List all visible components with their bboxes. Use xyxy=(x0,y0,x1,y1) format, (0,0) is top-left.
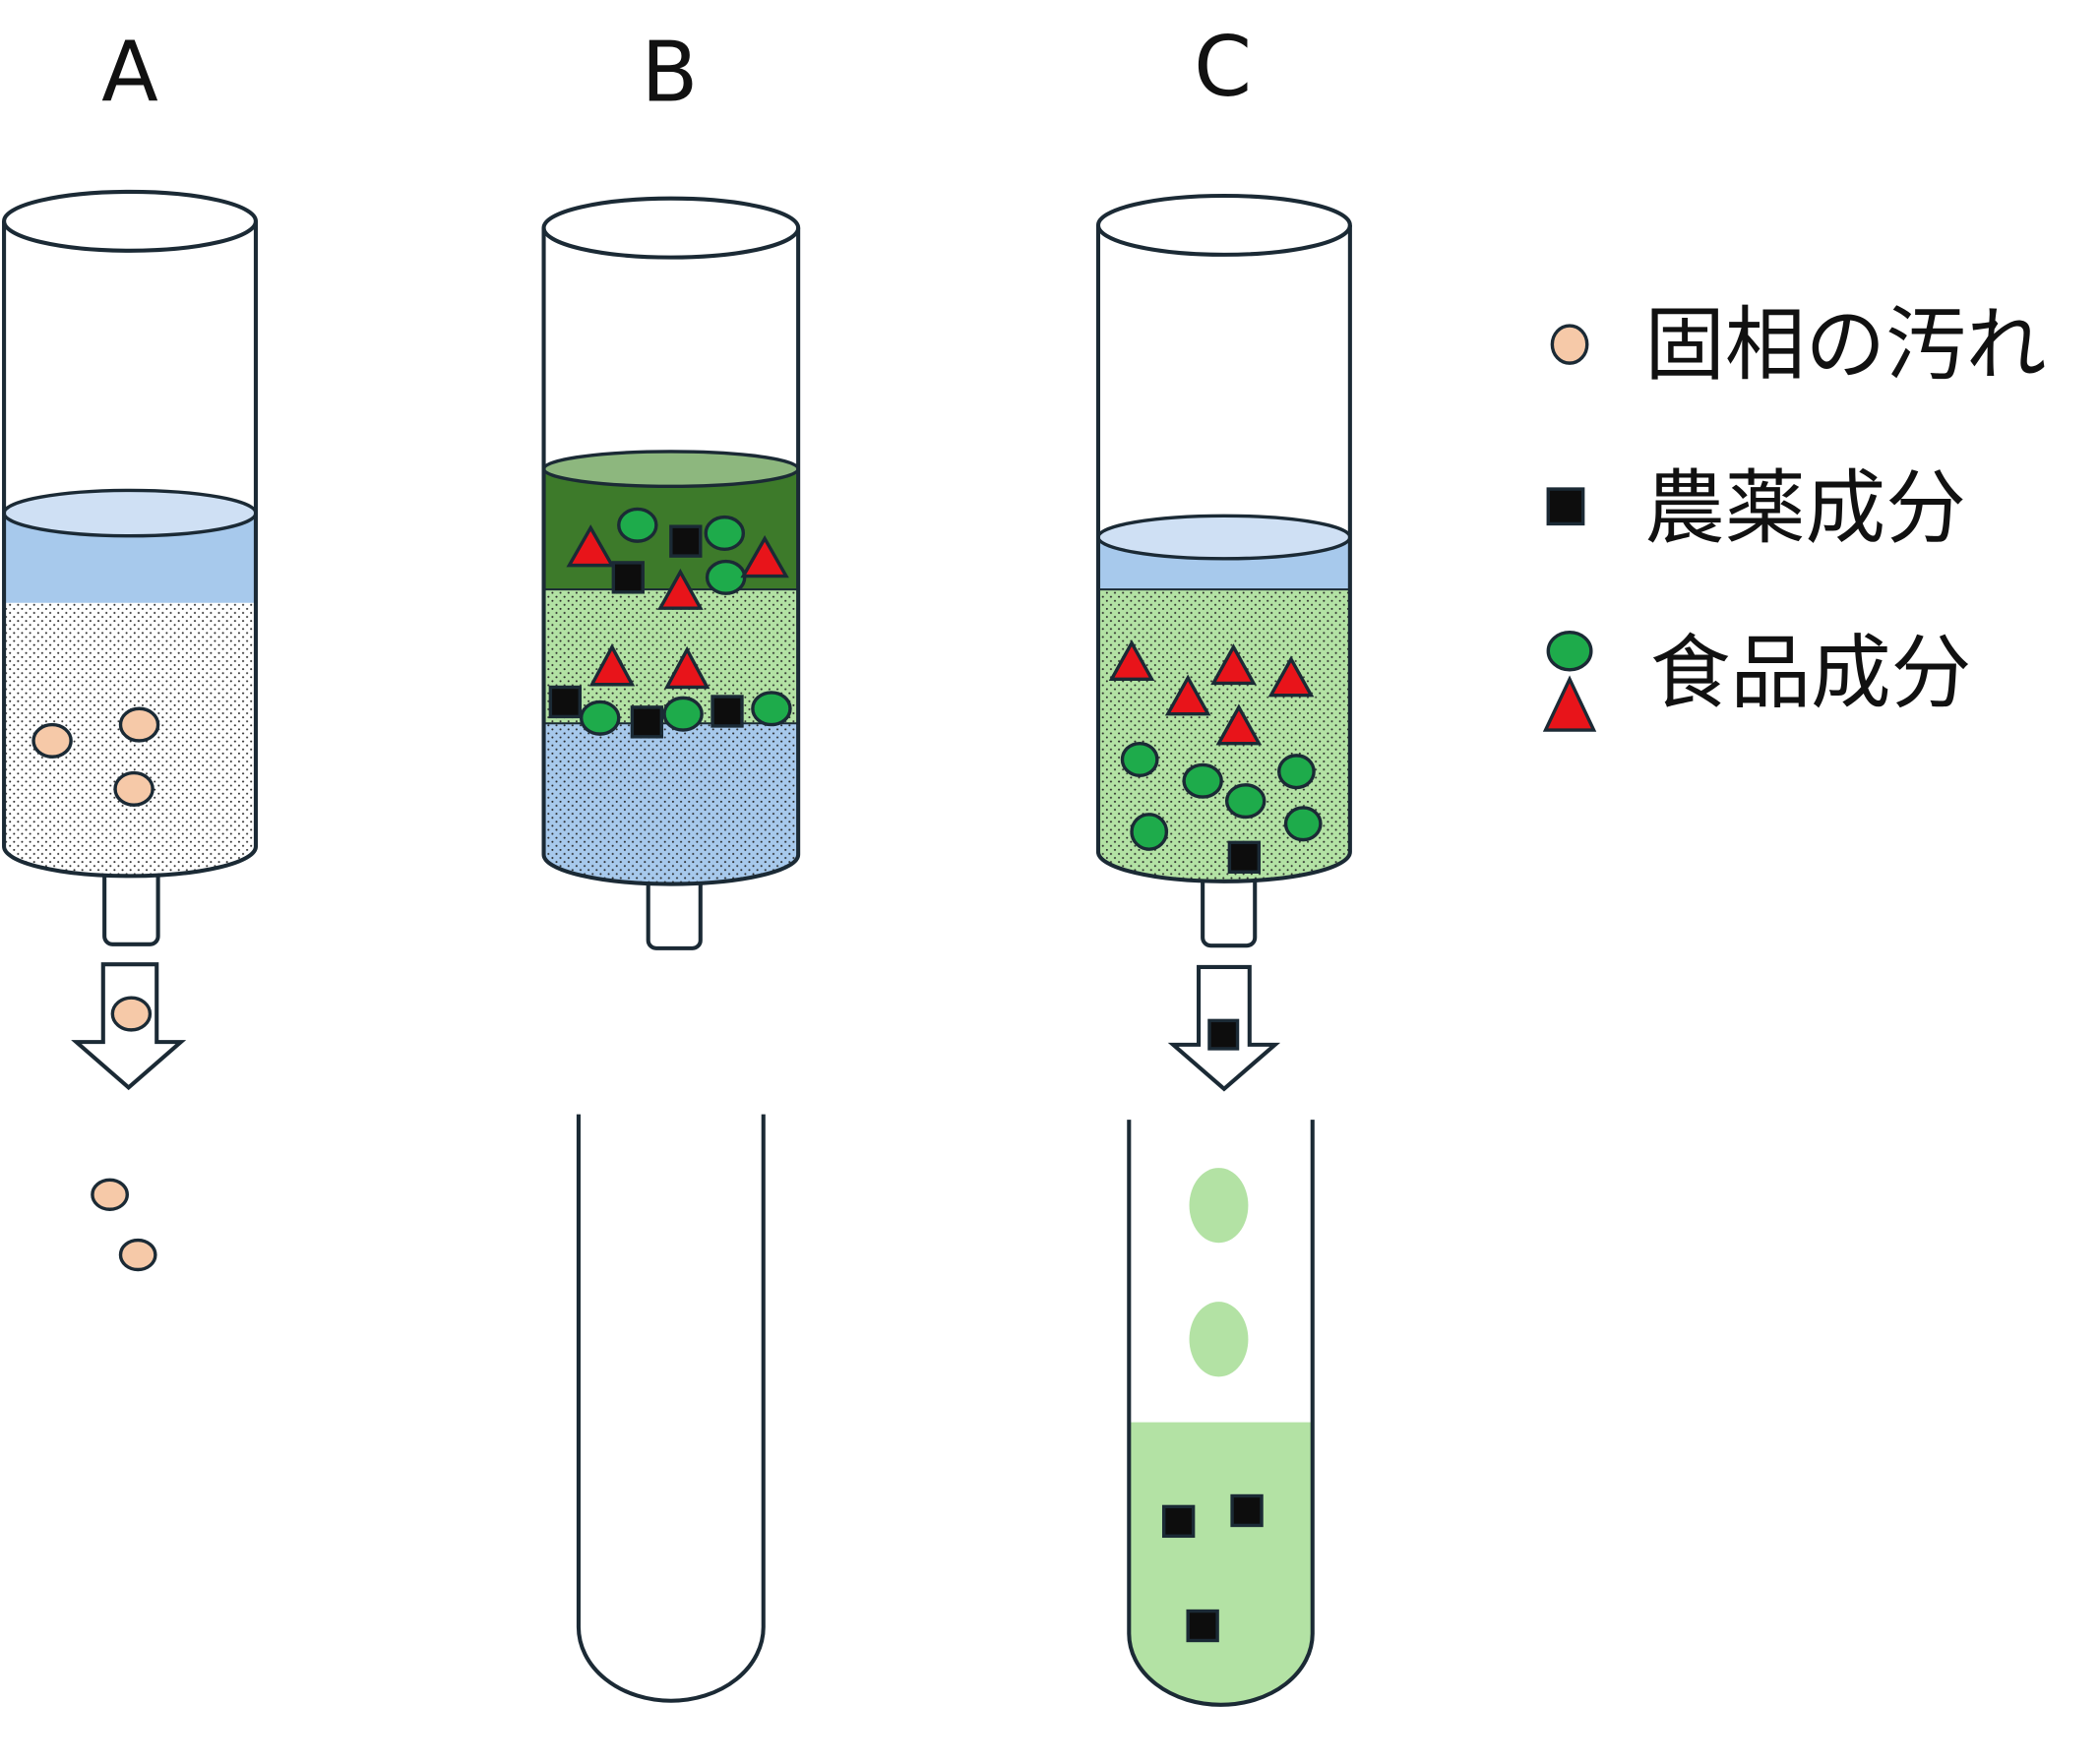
particle xyxy=(91,1178,129,1211)
column-b-top-rim xyxy=(541,196,801,260)
eluate-droplet xyxy=(1189,1168,1249,1244)
legend: 固相の汚れ 農薬成分 食品成分 xyxy=(1542,299,2046,732)
food-circle xyxy=(1283,806,1323,842)
pesticide-square xyxy=(1161,1504,1196,1539)
column-a-top-rim xyxy=(2,189,258,253)
column-c-top-rim xyxy=(1095,193,1352,257)
legend-square-icon xyxy=(1546,487,1585,526)
column-a-body-outline xyxy=(2,220,258,879)
legend-triangle-icon xyxy=(1542,675,1597,732)
food-triangle xyxy=(1215,703,1263,746)
column-label-c: C xyxy=(1194,19,1252,115)
column-b-body-outline xyxy=(541,227,801,886)
food-triangle xyxy=(1108,639,1155,682)
pesticide-square xyxy=(1186,1609,1219,1643)
food-triangle xyxy=(1267,655,1315,698)
food-circle xyxy=(751,691,792,727)
food-circle xyxy=(1130,813,1169,851)
pesticide-square xyxy=(669,524,703,558)
column-b-dark-green-surface xyxy=(541,450,800,489)
pesticide-square xyxy=(630,705,664,739)
column-label-b: B xyxy=(642,24,699,120)
food-circle xyxy=(617,507,658,543)
particle xyxy=(118,1238,157,1272)
particle xyxy=(113,770,154,807)
legend-item-food: 食品成分 xyxy=(1542,627,1972,732)
particle xyxy=(31,722,73,759)
column-c-body-outline xyxy=(1095,224,1352,883)
food-triangle xyxy=(1210,643,1257,686)
legend-item-pesticide: 農薬成分 xyxy=(1546,462,1966,556)
legend-label: 食品成分 xyxy=(1650,627,1972,720)
column-c xyxy=(1095,193,1352,1707)
legend-particle-icon xyxy=(1550,324,1589,365)
pesticide-square xyxy=(611,561,645,594)
food-circle xyxy=(704,515,746,552)
pesticide-square xyxy=(1207,1018,1240,1051)
food-triangle xyxy=(740,534,789,578)
food-circle xyxy=(662,696,704,732)
food-triangle xyxy=(566,524,615,568)
column-b-blue-layer-dots xyxy=(543,723,799,884)
food-circle xyxy=(1224,783,1266,820)
food-circle xyxy=(1277,754,1316,790)
column-label-a: A xyxy=(101,24,158,120)
food-triangle xyxy=(663,645,710,690)
particle xyxy=(118,706,160,743)
column-a-solvent-surface xyxy=(2,488,258,538)
food-triangle xyxy=(1164,674,1211,716)
legend-label: 農薬成分 xyxy=(1644,462,1966,556)
pesticide-square xyxy=(1230,1493,1264,1528)
test-tube-c-liquid xyxy=(1129,1422,1313,1705)
food-triangle xyxy=(657,568,704,610)
pesticide-square xyxy=(548,685,583,719)
column-c-solvent-surface xyxy=(1096,514,1352,561)
test-tube-b xyxy=(576,1114,766,1703)
food-triangle xyxy=(588,643,636,687)
pesticide-square xyxy=(710,695,744,728)
column-b xyxy=(541,196,801,1703)
particle xyxy=(110,996,153,1032)
food-circle xyxy=(705,559,747,595)
test-tube-c xyxy=(1127,1120,1315,1707)
legend-item-solid-contaminant: 固相の汚れ xyxy=(1550,299,2046,393)
food-circle xyxy=(1182,762,1223,799)
pesticide-square xyxy=(1227,840,1262,874)
column-a xyxy=(2,189,258,1272)
legend-label: 固相の汚れ xyxy=(1644,299,2046,393)
food-circle xyxy=(1120,741,1159,778)
legend-circle-icon xyxy=(1546,630,1593,672)
food-circle xyxy=(579,700,621,736)
eluate-droplet xyxy=(1189,1302,1249,1377)
